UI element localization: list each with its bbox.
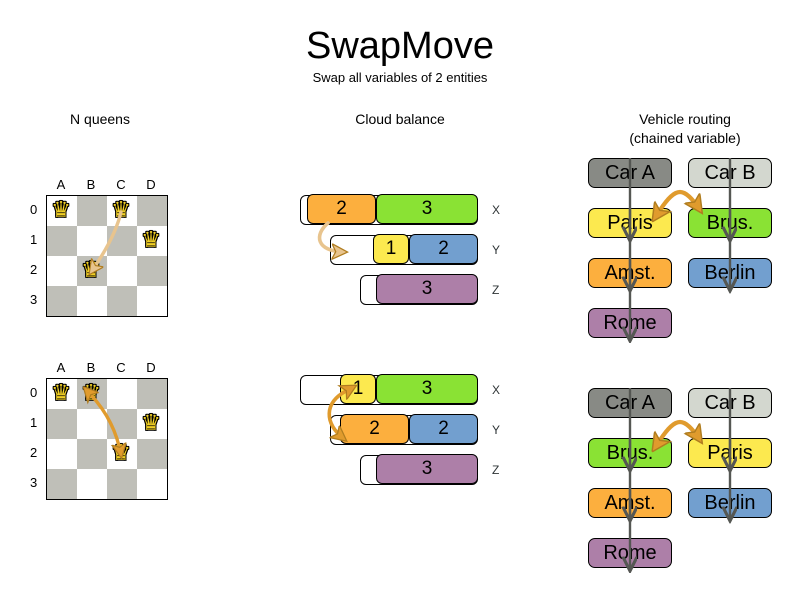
board-rank-label-1: 1 [30,232,38,247]
chess-cell-C2[interactable] [107,256,137,286]
chess-cell-D2[interactable] [137,439,167,469]
cloud-row-label-Z: Z [492,283,500,297]
board-file-label-D: D [146,360,156,375]
cloud-row-label-Z: Z [492,463,500,477]
board-rank-label-0: 0 [30,202,38,217]
cloud-row-label-Y: Y [492,243,501,257]
cloud-row-label-Y: Y [492,423,501,437]
chess-cell-D2[interactable] [137,256,167,286]
cloud-process-block[interactable]: 2 [340,414,409,444]
chess-cell-B3[interactable] [77,469,107,499]
chess-grid [46,378,168,500]
board-rank-label-0: 0 [30,385,38,400]
customer-node-rome[interactable]: Rome [588,538,672,568]
vehicle-node-car-a[interactable]: Car A [588,158,672,188]
cloud-process-block[interactable]: 3 [376,374,478,404]
chess-cell-C0[interactable] [107,196,137,226]
chess-grid [46,195,168,317]
chess-cell-C1[interactable] [107,409,137,439]
customer-node-paris[interactable]: Paris [588,208,672,238]
board-file-label-A: A [56,177,66,192]
board-file-label-D: D [146,177,156,192]
cloud-process-block[interactable]: 3 [376,194,478,224]
chess-cell-A1[interactable] [47,409,77,439]
column-header-nqueens: N queens [70,111,130,127]
cloud-process-block[interactable]: 2 [409,234,478,264]
chess-cell-B0[interactable] [77,196,107,226]
cloud-row-label-X: X [492,383,501,397]
chess-cell-C0[interactable] [107,379,137,409]
chess-cell-C3[interactable] [107,469,137,499]
cloud-process-block[interactable]: 3 [376,274,478,304]
chess-cell-B1[interactable] [77,226,107,256]
chess-cell-A0[interactable] [47,379,77,409]
chess-cell-A2[interactable] [47,439,77,469]
column-header-vehiclerouting: Vehicle routing (chained variable) [590,110,780,148]
customer-node-amst[interactable]: Amst. [588,488,672,518]
cloud-process-block[interactable]: 3 [376,454,478,484]
chess-cell-D3[interactable] [137,286,167,316]
chess-cell-C3[interactable] [107,286,137,316]
chess-cell-D1[interactable] [137,409,167,439]
cloud-process-block[interactable]: 2 [307,194,376,224]
column-header-vehiclerouting-line2: (chained variable) [629,130,741,146]
customer-node-paris[interactable]: Paris [688,438,772,468]
chess-cell-B1[interactable] [77,409,107,439]
board-rank-label-3: 3 [30,292,38,307]
customer-node-rome[interactable]: Rome [588,308,672,338]
board-file-label-B: B [86,360,96,375]
customer-node-brus[interactable]: Brus. [588,438,672,468]
board-file-label-C: C [116,360,126,375]
chess-cell-C2[interactable] [107,439,137,469]
chess-cell-B0[interactable] [77,379,107,409]
chess-cell-D1[interactable] [137,226,167,256]
chess-cell-D0[interactable] [137,196,167,226]
cloud-process-block[interactable]: 1 [340,374,376,404]
column-header-cloudbalance: Cloud balance [355,111,445,127]
page-title: SwapMove [306,25,494,67]
customer-node-berlin[interactable]: Berlin [688,258,772,288]
board-rank-label-2: 2 [30,445,38,460]
vehicle-node-car-b[interactable]: Car B [688,158,772,188]
customer-node-berlin[interactable]: Berlin [688,488,772,518]
cloud-row-label-X: X [492,203,501,217]
customer-node-brus[interactable]: Brus. [688,208,772,238]
column-header-vehiclerouting-line1: Vehicle routing [639,111,731,127]
board-rank-label-3: 3 [30,475,38,490]
chess-cell-A0[interactable] [47,196,77,226]
chess-cell-A3[interactable] [47,469,77,499]
vehicle-node-car-a[interactable]: Car A [588,388,672,418]
chess-cell-D3[interactable] [137,469,167,499]
board-file-label-B: B [86,177,96,192]
customer-node-amst[interactable]: Amst. [588,258,672,288]
chess-cell-B2[interactable] [77,439,107,469]
page-subtitle: Swap all variables of 2 entities [312,70,488,85]
chess-cell-D0[interactable] [137,379,167,409]
chess-cell-B2[interactable] [77,256,107,286]
chess-cell-C1[interactable] [107,226,137,256]
board-file-label-A: A [56,360,66,375]
chess-cell-A2[interactable] [47,256,77,286]
board-file-label-C: C [116,177,126,192]
cloud-process-block[interactable]: 2 [409,414,478,444]
chess-cell-A1[interactable] [47,226,77,256]
board-rank-label-2: 2 [30,262,38,277]
cloud-process-block[interactable]: 1 [373,234,409,264]
chess-cell-A3[interactable] [47,286,77,316]
vehicle-node-car-b[interactable]: Car B [688,388,772,418]
board-rank-label-1: 1 [30,415,38,430]
chess-cell-B3[interactable] [77,286,107,316]
